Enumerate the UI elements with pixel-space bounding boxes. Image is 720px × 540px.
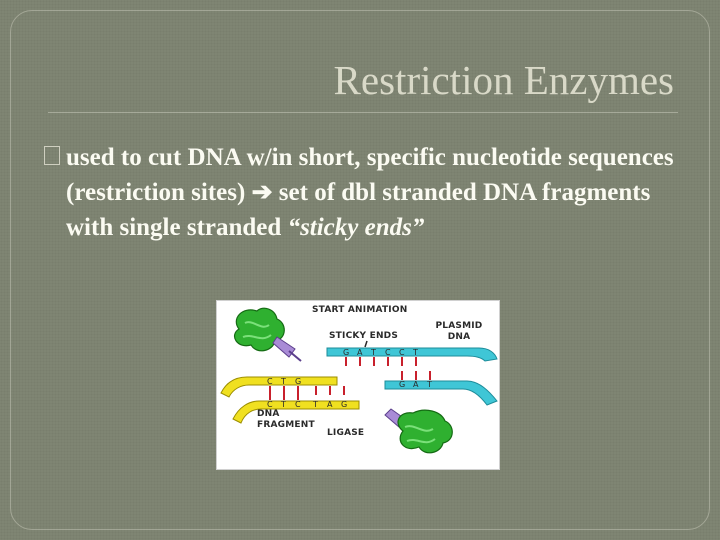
- enzyme-top-icon: [234, 307, 302, 362]
- svg-text:G: G: [295, 377, 301, 386]
- svg-text:G: G: [343, 348, 349, 357]
- svg-text:T: T: [312, 400, 318, 409]
- bullet-item: used to cut DNA w/in short, specific nuc…: [44, 140, 684, 245]
- plasmid-dna-label: PLASMID DNA: [435, 321, 483, 342]
- svg-text:C: C: [267, 377, 273, 386]
- ligase-label: LIGASE: [327, 428, 365, 438]
- sticky-ends-term: “sticky ends”: [287, 214, 425, 241]
- bullet-box-icon: [44, 146, 60, 165]
- slide-title: Restriction Enzymes: [333, 57, 674, 103]
- svg-text:T: T: [412, 348, 418, 357]
- svg-text:T: T: [370, 348, 376, 357]
- svg-text:A: A: [327, 400, 333, 409]
- svg-text:G: G: [399, 380, 405, 389]
- sticky-ends-label: STICKY ENDS: [329, 331, 399, 341]
- svg-text:A: A: [413, 380, 419, 389]
- svg-text:C: C: [399, 348, 405, 357]
- svg-text:C: C: [295, 400, 301, 409]
- ligase-enzyme-icon: [384, 408, 453, 454]
- slide-frame: [10, 10, 710, 530]
- bullet-text-continued: set of dbl stranded DNA fragments with s…: [66, 179, 651, 241]
- svg-text:G: G: [341, 400, 347, 409]
- arrow-icon: ➔: [251, 179, 273, 206]
- dna-fragment-label: DNA FRAGMENT: [257, 409, 315, 430]
- svg-text:T: T: [280, 400, 286, 409]
- bullet-text: used to cut DNA w/in short, specific nuc…: [44, 140, 684, 245]
- sticky-ends-pointer: [364, 340, 368, 348]
- svg-text:C: C: [385, 348, 391, 357]
- svg-text:C: C: [267, 400, 273, 409]
- svg-text:A: A: [357, 348, 363, 357]
- title-divider: [48, 112, 678, 113]
- start-animation-label: START ANIMATION: [312, 305, 408, 315]
- svg-text:T: T: [280, 377, 286, 386]
- svg-text:T: T: [426, 380, 432, 389]
- bullet-text-main: used to cut DNA w/in short, specific nuc…: [66, 144, 674, 206]
